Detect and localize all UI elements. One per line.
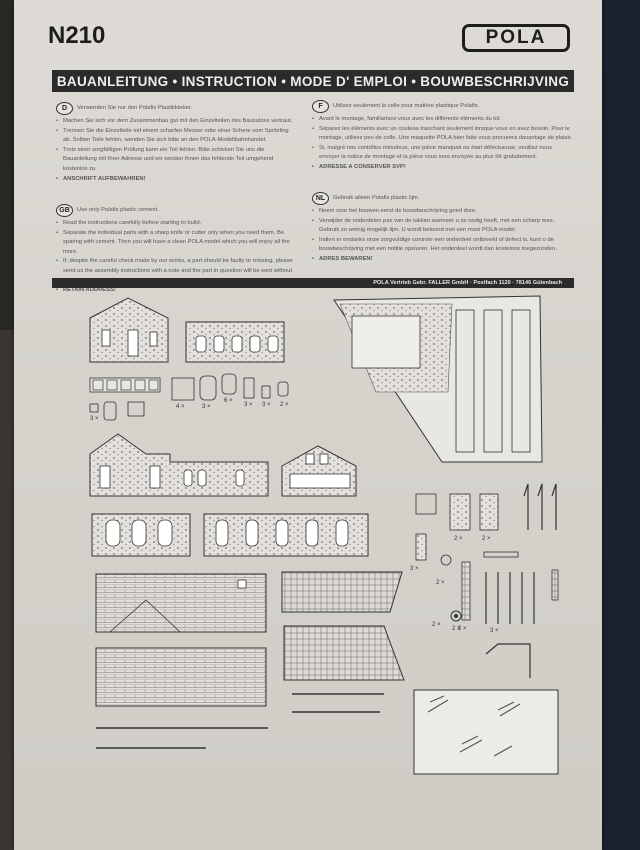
side-wall-part — [89, 433, 269, 497]
front-wall-part — [185, 321, 285, 363]
lead-text: Verwenden Sie nur den Polafix Plastikkle… — [77, 104, 193, 111]
part-count: 3 × — [490, 628, 499, 634]
list-item: Indien er ondanks onze zorgvuldige contr… — [312, 236, 574, 255]
pola-logo: POLA — [462, 24, 570, 52]
roof-panel-part — [281, 571, 403, 613]
gable-wall-part — [89, 297, 169, 363]
lead-text: Gebruik alleen Polafix plastic lijm. — [333, 194, 420, 201]
section-dutch: NL Gebruik alleen Polafix plastic lijm. N… — [312, 192, 574, 265]
lead-text: Utilisez seulement la colle pour matière… — [333, 102, 480, 109]
footer-address-bar: POLA Vertrieb Gebr. FALLER GmbH · Postfa… — [52, 278, 574, 288]
floor-plate-part — [95, 647, 267, 707]
part-count: 3 × — [262, 402, 271, 408]
platform-base-part — [333, 295, 543, 463]
part-count: 6 × — [224, 398, 233, 404]
arched-wall-part — [91, 513, 191, 557]
part-count: 3 × — [244, 402, 253, 408]
gable-end-part — [281, 445, 357, 497]
badge-d: D — [56, 102, 73, 115]
railing-parts — [96, 693, 384, 749]
list-item: Trotz einer sorgfältigen Prüfung kann ei… — [56, 146, 296, 175]
part-count: 2 × — [436, 580, 445, 586]
title-banner: BAUANLEITUNG • INSTRUCTION • MODE D' EMP… — [52, 70, 574, 92]
list-item: Read the instructions carefully before s… — [56, 219, 300, 229]
part-count: 2 × — [432, 622, 441, 628]
badge-nl: NL — [312, 192, 329, 205]
roof-panel-part — [283, 625, 405, 681]
badge-f: F — [312, 100, 329, 113]
list-item: Si, malgré nos contrôles minutieux, une … — [312, 144, 574, 163]
part-count: 2 × — [452, 626, 461, 632]
list-item: Avant le montage, familiarisez-vous avec… — [312, 115, 574, 125]
list-item: ADRES BEWAREN! — [312, 255, 574, 265]
part-count: 2 × — [458, 626, 467, 632]
list-item: ADRESSE A CONSERVER SVP! — [312, 163, 574, 173]
base-plate-part — [95, 573, 267, 633]
list-item: Machen Sie sich vor dem Zusammenbau gut … — [56, 117, 296, 127]
list-item: ANSCHRIFT AUFBEWAHREN! — [56, 175, 296, 185]
list-item: Verwijder de onderdelen pas van de takke… — [312, 217, 574, 236]
list-item: Neem voor het bouwen eerst de bouwbeschr… — [312, 207, 574, 217]
part-count: 3 × — [90, 416, 99, 422]
part-count: 3 × — [202, 404, 211, 410]
section-german: D Verwenden Sie nur den Polafix Plastikkl… — [56, 102, 296, 184]
part-count: 2 × — [482, 536, 491, 542]
part-count: 2 × — [280, 402, 289, 408]
long-wall-part — [203, 513, 369, 557]
part-count: 2 × — [454, 536, 463, 542]
list-item: Separate the individual parts with a sha… — [56, 229, 300, 258]
section-french: F Utilisez seulement la colle pour matièr… — [312, 100, 574, 173]
list-item: RETAIN ADDRESS! — [56, 286, 300, 296]
list-item: Trennen Sie die Einzelteile mit einem sc… — [56, 127, 296, 146]
part-count: 3 × — [410, 566, 419, 572]
part-count: 4 × — [176, 404, 185, 410]
window-frames-row — [89, 373, 289, 421]
badge-gb: GB — [56, 204, 73, 217]
list-item: Séparez les éléments avec un couteau tra… — [312, 125, 574, 144]
small-parts-group — [415, 483, 559, 678]
glazing-plate-part — [413, 689, 559, 775]
model-number: N210 — [48, 22, 106, 49]
lead-text: Use only Polafix plastic cement. — [77, 206, 159, 213]
